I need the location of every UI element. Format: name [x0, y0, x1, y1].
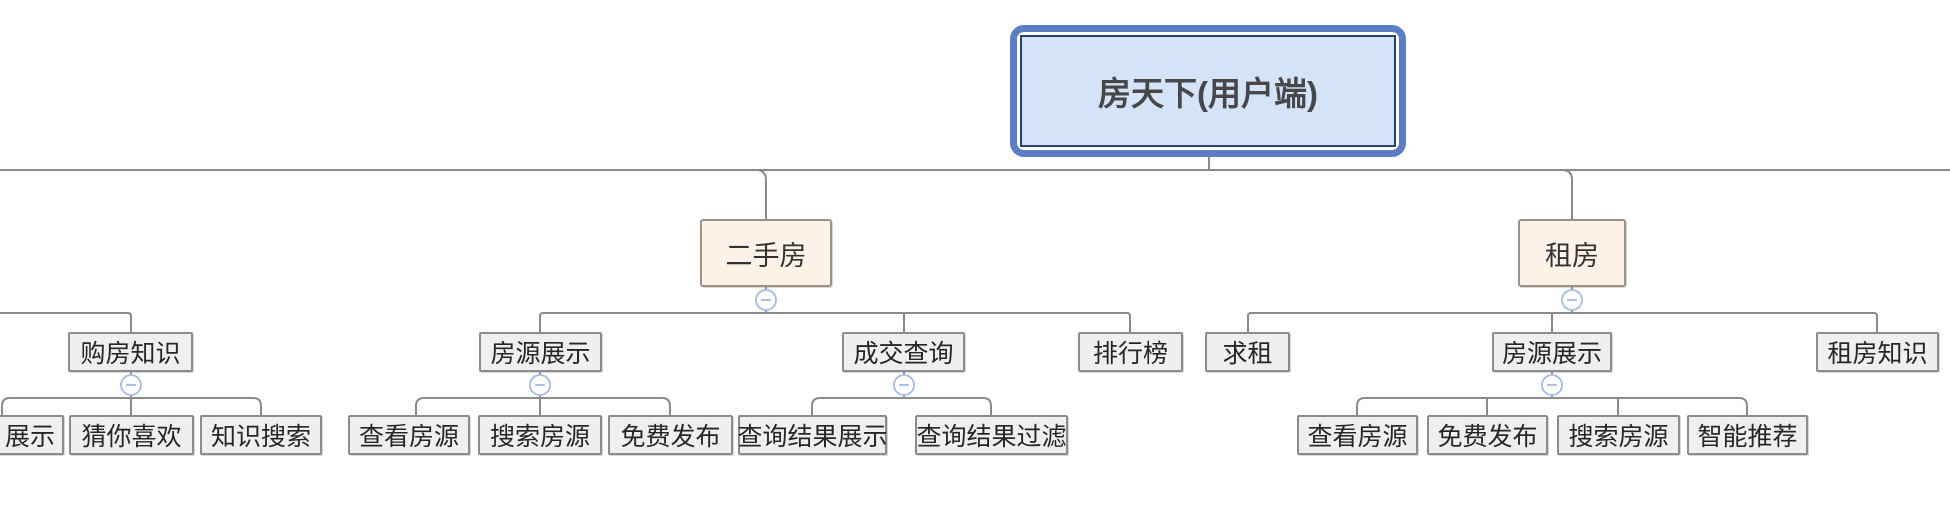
node-chengjiao-chaxun[interactable]: 成交查询 — [842, 332, 965, 372]
node-chakan-fangyuan-esf[interactable]: 查看房源 — [348, 415, 470, 455]
root-node-selection-ring[interactable]: 房天下(用户端) — [1010, 25, 1406, 157]
node-goufang-zhishi[interactable]: 购房知识 — [68, 332, 193, 372]
minus-bar — [899, 384, 909, 386]
collapse-minus-icon-zufang[interactable] — [1561, 289, 1583, 311]
collapse-minus-icon-goufang-zhishi[interactable] — [120, 374, 142, 396]
node-fangyuan-zhanshi-zf[interactable]: 房源展示 — [1492, 332, 1612, 372]
node-zhishi-sousuo[interactable]: 知识搜索 — [200, 415, 322, 455]
node-zhanshi-truncated[interactable]: 展示 — [0, 415, 64, 455]
node-mianfei-fabu-esf[interactable]: 免费发布 — [608, 415, 733, 455]
node-zhineng-tuijian[interactable]: 智能推荐 — [1687, 415, 1808, 455]
node-fangyuan-zhanshi-esf[interactable]: 房源展示 — [479, 332, 602, 372]
connector-drop-ershoufang — [755, 169, 767, 219]
node-ershoufang[interactable]: 二手房 — [700, 219, 832, 287]
minus-bar — [535, 384, 545, 386]
connector-rail-zufang-children — [1247, 312, 1878, 332]
minus-bar — [1547, 384, 1557, 386]
node-sousuo-fangyuan-esf[interactable]: 搜索房源 — [478, 415, 602, 455]
node-zufang[interactable]: 租房 — [1518, 219, 1626, 287]
collapse-minus-icon-fangyuan-zhanshi-esf[interactable] — [529, 374, 551, 396]
collapse-minus-icon-chengjiao-chaxun[interactable] — [893, 374, 915, 396]
node-qiuzu[interactable]: 求租 — [1205, 332, 1290, 372]
node-mianfei-fabu-zf[interactable]: 免费发布 — [1427, 415, 1548, 455]
node-paihangbang[interactable]: 排行榜 — [1078, 332, 1183, 372]
connector-rail-ershoufang-children — [539, 312, 1131, 332]
node-chakan-fangyuan-zf[interactable]: 查看房源 — [1297, 415, 1418, 455]
minus-bar — [126, 384, 136, 386]
collapse-minus-icon-fangyuan-zhanshi-zf[interactable] — [1541, 374, 1563, 396]
node-chaxun-jieguo-guolv[interactable]: 查询结果过滤 — [915, 415, 1068, 455]
node-chaxun-jieguo-zhanshi[interactable]: 查询结果展示 — [738, 415, 888, 455]
minus-bar — [761, 299, 771, 301]
node-cainixihuan[interactable]: 猜你喜欢 — [69, 415, 194, 455]
root-node-label: 房天下(用户端) — [1020, 35, 1396, 147]
node-zufang-zhishi[interactable]: 租房知识 — [1816, 332, 1939, 372]
collapse-minus-icon-ershoufang[interactable] — [755, 289, 777, 311]
node-sousuo-fangyuan-zf[interactable]: 搜索房源 — [1557, 415, 1680, 455]
connector-drop-zufang — [1561, 169, 1573, 219]
connector-rail-offscreen-branch — [0, 312, 132, 332]
minus-bar — [1567, 299, 1577, 301]
